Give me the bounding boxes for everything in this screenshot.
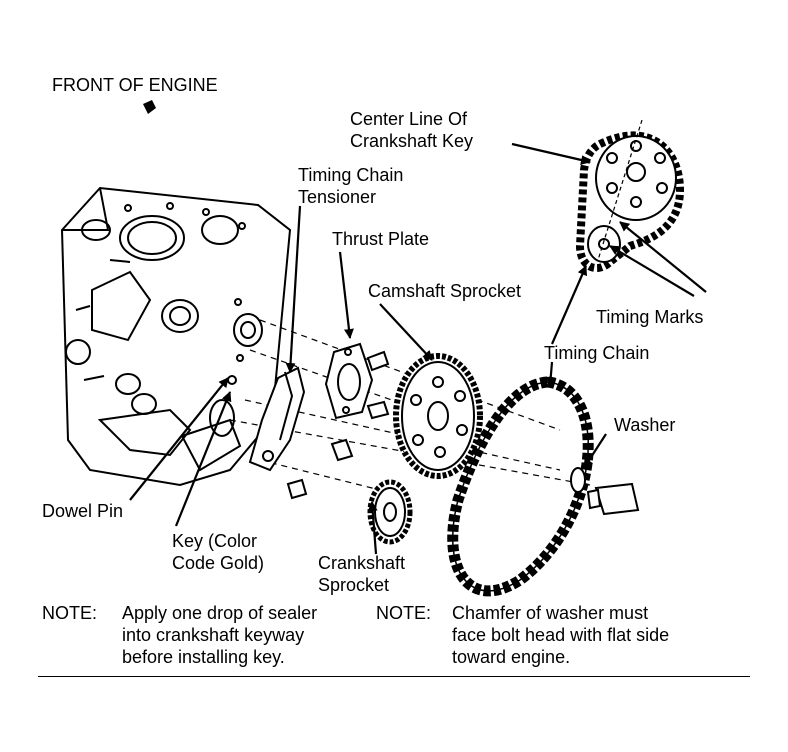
engine-block [60,186,292,487]
label-thrust-plate: Thrust Plate [332,229,430,249]
label-timing-marks: Timing Marks [596,307,704,327]
label-crankshaft-sprocket-line2: Sprocket [318,575,390,595]
timing-chain-tensioner [248,366,306,472]
label-crankshaft-sprocket-line1: Crankshaft [318,553,406,573]
note-2-keyword: NOTE: [376,603,432,623]
bottom-divider [38,676,750,677]
crankshaft-sprocket [367,479,413,545]
bolts [286,350,640,516]
note-1-keyword: NOTE: [42,603,98,623]
thrust-plate [324,342,374,420]
label-tensioner-line1: Timing Chain [298,165,404,185]
label-dowel-pin: Dowel Pin [42,501,124,521]
note-1-text: Apply one drop of sealer into crankshaft… [122,603,318,667]
timing-marks-inset [575,119,685,273]
leader-arrows [129,142,707,555]
front-of-engine-title: FRONT OF ENGINE [52,75,218,95]
label-timing-chain: Timing Chain [544,343,650,363]
label-key-line2: Code Gold) [172,553,265,573]
label-key-line1: Key (Color [172,531,258,551]
label-camshaft-sprocket: Camshaft Sprocket [368,281,522,301]
label-center-line-line2: Crankshaft Key [350,131,474,151]
camshaft-sprocket [393,353,483,479]
label-center-line-line1: Center Line Of [350,109,468,129]
note-2-text: Chamfer of washer must face bolt head wi… [452,603,670,667]
washer [570,467,586,493]
front-indicator-icon [143,100,156,114]
label-tensioner-line2: Tensioner [298,187,377,207]
timing-chain [447,376,594,597]
label-washer: Washer [614,415,676,435]
